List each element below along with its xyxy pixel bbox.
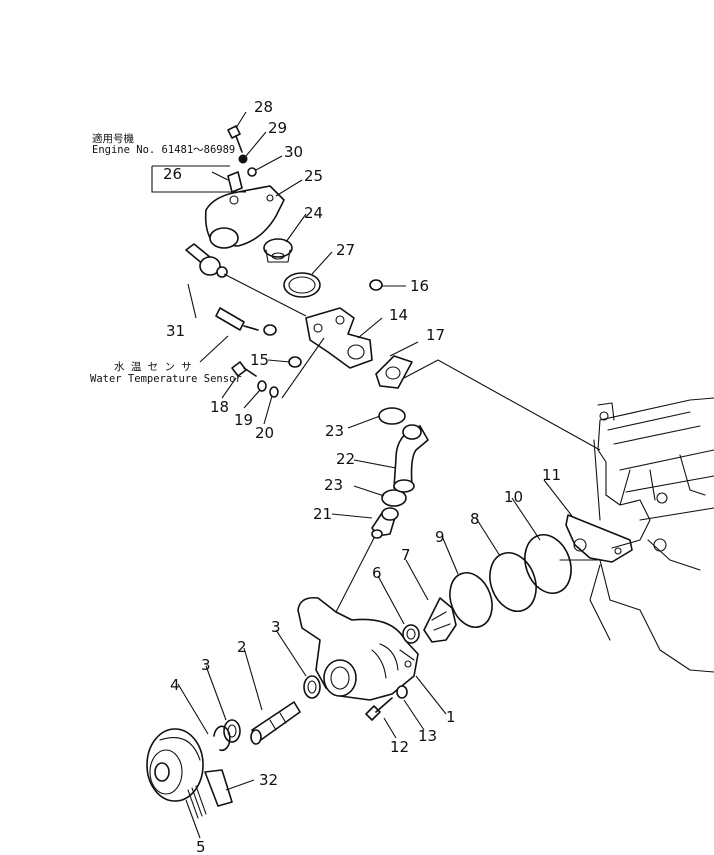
part-24-thermostat bbox=[263, 238, 293, 263]
callout-30: 30 bbox=[284, 143, 303, 161]
callout-7: 7 bbox=[401, 546, 411, 564]
part-23-clamp-lower bbox=[381, 489, 407, 507]
part-30-washer bbox=[247, 167, 257, 177]
callout-6: 6 bbox=[372, 564, 382, 582]
callout-11: 11 bbox=[542, 466, 561, 484]
callout-32: 32 bbox=[259, 771, 278, 789]
part-17-gasket bbox=[375, 355, 413, 389]
part-25-thermostat-housing bbox=[204, 185, 285, 249]
callout-24: 24 bbox=[304, 204, 323, 222]
part-5-pulley bbox=[146, 728, 204, 802]
part-14-outlet-housing bbox=[305, 307, 373, 369]
note-sensor: Water Temperature Sensor bbox=[90, 373, 242, 385]
callout-20: 20 bbox=[255, 424, 274, 442]
part-6-seal bbox=[402, 624, 420, 644]
part-8-ring bbox=[489, 552, 537, 612]
part-20-washer bbox=[269, 386, 279, 398]
callout-5: 5 bbox=[196, 838, 206, 855]
part-16-plug bbox=[369, 279, 383, 291]
callout-21: 21 bbox=[313, 505, 332, 523]
note-engine-range-jp: 適用号機 bbox=[92, 132, 134, 145]
callout-23-lower: 23 bbox=[324, 476, 343, 494]
part-2-shaft bbox=[250, 701, 301, 745]
part-15-plug bbox=[288, 356, 302, 368]
part-22-hose bbox=[393, 424, 429, 493]
part-10-snap-ring bbox=[524, 534, 572, 594]
callout-29: 29 bbox=[268, 119, 287, 137]
callout-28: 28 bbox=[254, 98, 273, 116]
part-18-bolt bbox=[231, 361, 257, 377]
assembly-lines bbox=[151, 165, 601, 613]
part-13-washer bbox=[396, 685, 408, 699]
callout-14: 14 bbox=[389, 306, 408, 324]
callout-9: 9 bbox=[435, 528, 445, 546]
part-4-ring bbox=[213, 725, 231, 752]
part-21-fitting bbox=[371, 507, 399, 539]
part-26-fitting bbox=[227, 171, 243, 193]
callout-18: 18 bbox=[210, 398, 229, 416]
callout-leaders bbox=[177, 111, 573, 839]
callout-31: 31 bbox=[166, 322, 185, 340]
part-23-clamp-upper bbox=[378, 407, 406, 425]
part-27-gasket bbox=[283, 272, 321, 298]
callout-4: 4 bbox=[170, 676, 180, 694]
callout-8: 8 bbox=[470, 510, 480, 528]
callout-16: 16 bbox=[410, 277, 429, 295]
callout-25: 25 bbox=[304, 167, 323, 185]
engine-block bbox=[559, 397, 714, 673]
part-12-bolt bbox=[365, 697, 393, 721]
water-temperature-sensor bbox=[215, 307, 259, 331]
callout-26: 26 bbox=[163, 165, 182, 183]
callout-1: 1 bbox=[446, 708, 456, 726]
callout-23-upper: 23 bbox=[325, 422, 344, 440]
part-11-bracket bbox=[565, 514, 633, 563]
callout-13: 13 bbox=[418, 727, 437, 745]
part-3-bearing-lower bbox=[223, 719, 241, 743]
callout-19: 19 bbox=[234, 411, 253, 429]
callout-3-upper: 3 bbox=[271, 618, 281, 636]
callout-numbers: 1 2 3 3 4 5 6 7 8 9 10 11 12 13 14 15 16… bbox=[163, 98, 561, 855]
sensor-washer bbox=[263, 324, 277, 336]
part-28-bolt bbox=[227, 125, 243, 153]
part-29-nut bbox=[238, 154, 248, 164]
part-7-impeller bbox=[423, 597, 457, 643]
note-engine-range: Engine No. 61481～86989 bbox=[92, 144, 235, 156]
callout-15: 15 bbox=[250, 351, 269, 369]
note-sensor-jp: 水 温 セ ン サ bbox=[114, 361, 192, 373]
part-3-bearing-upper bbox=[303, 675, 321, 699]
part-19-washer bbox=[257, 380, 267, 392]
part-32-belt-guard bbox=[187, 769, 233, 819]
callout-10: 10 bbox=[504, 488, 523, 506]
callout-17: 17 bbox=[426, 326, 445, 344]
callout-2: 2 bbox=[237, 638, 247, 656]
callout-3-lower: 3 bbox=[201, 656, 211, 674]
part-9-o-ring bbox=[449, 572, 493, 628]
part-1-pump-body bbox=[297, 596, 419, 701]
callout-12: 12 bbox=[390, 738, 409, 756]
callout-22: 22 bbox=[336, 450, 355, 468]
callout-27: 27 bbox=[336, 241, 355, 259]
part-31-sensor bbox=[185, 243, 228, 278]
